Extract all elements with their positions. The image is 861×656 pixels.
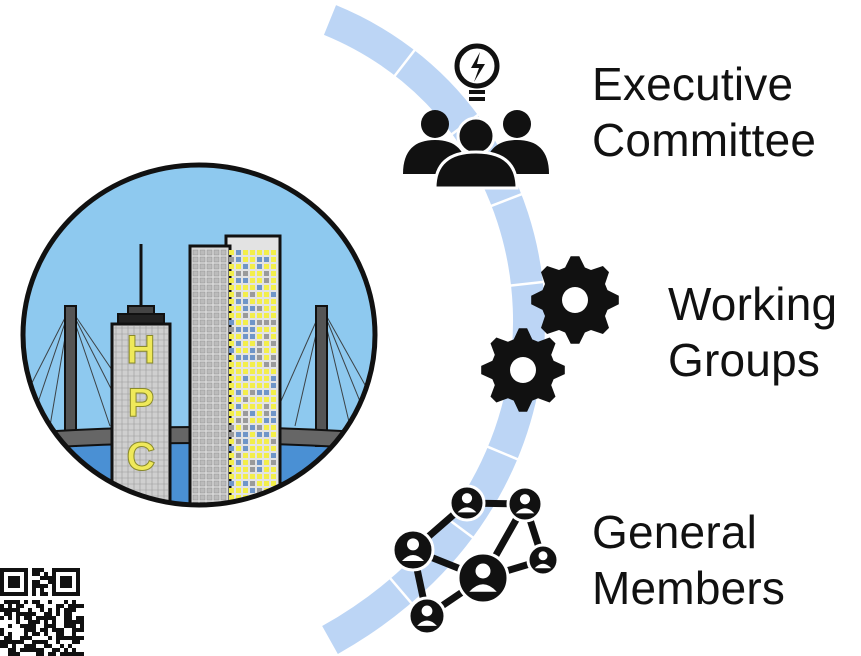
logo-letter-h: H	[127, 328, 156, 372]
member-node	[526, 543, 560, 577]
gears-icon	[481, 256, 619, 412]
tier-label-line: Working	[668, 278, 838, 330]
member-node	[407, 596, 447, 636]
tier-label-general-members: General Members	[592, 504, 785, 616]
member-node	[391, 528, 435, 572]
network-people-icon	[391, 484, 560, 636]
qr-code-icon[interactable]	[0, 568, 86, 656]
logo-letter-p: P	[128, 381, 155, 425]
team-lightbulb-icon	[403, 43, 549, 190]
tier-label-line: Committee	[592, 114, 817, 166]
arc-segment-divider	[486, 445, 519, 461]
tier-label-line: Groups	[668, 334, 821, 386]
hpc-logo: H P C	[20, 162, 378, 508]
logo-letter-c: C	[127, 435, 156, 479]
member-node	[448, 484, 486, 522]
arc-segment-divider	[490, 192, 523, 208]
tier-label-line: Members	[592, 562, 786, 614]
arc-segment-divider	[393, 48, 417, 78]
tier-label-executive-committee: Executive Committee	[592, 56, 816, 168]
member-node	[456, 551, 510, 605]
tier-label-working-groups: Working Groups	[668, 276, 837, 388]
tier-label-line: General	[592, 506, 758, 558]
arc-segment-divider	[509, 280, 544, 287]
arc-segment-divider	[388, 577, 413, 605]
tier-label-line: Executive	[592, 58, 794, 110]
member-node	[506, 485, 544, 523]
